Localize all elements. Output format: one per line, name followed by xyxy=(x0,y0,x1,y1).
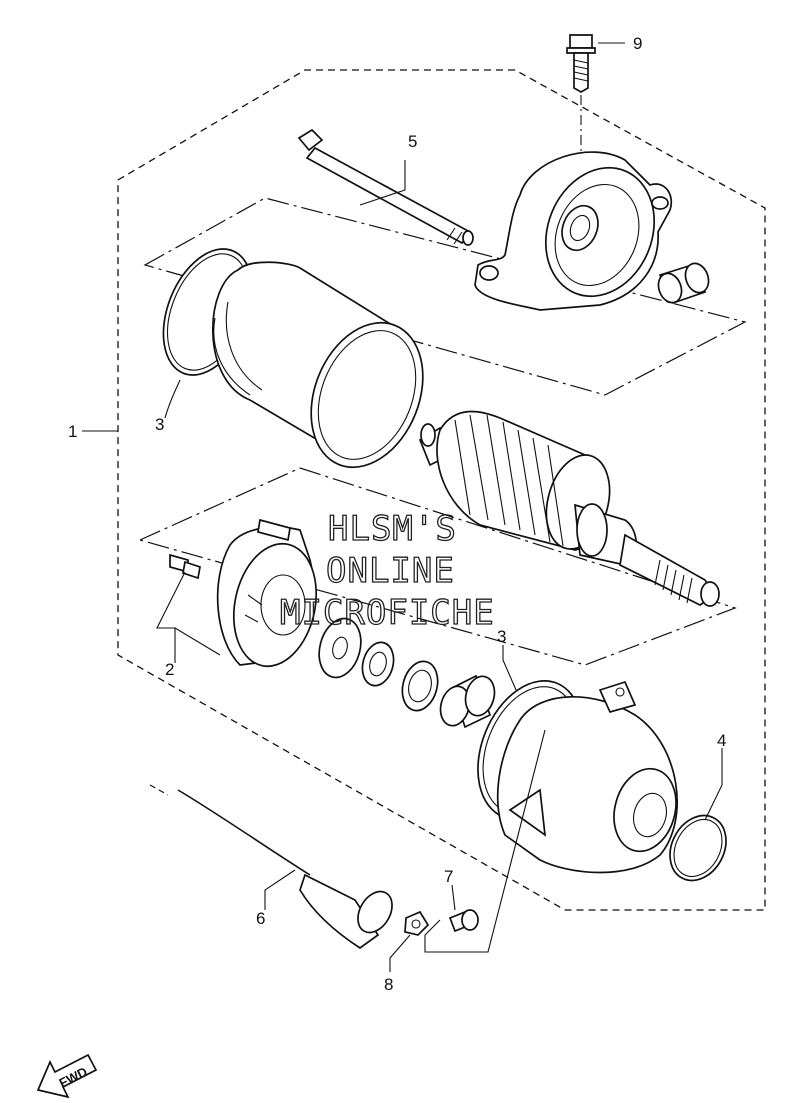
terminal-bolt[interactable] xyxy=(448,909,479,933)
flange-bolt[interactable] xyxy=(566,34,596,240)
bushing-upper[interactable] xyxy=(655,260,713,306)
callout-4: 4 xyxy=(717,731,726,750)
upper-group-outline xyxy=(143,197,747,396)
callout-3-upper: 3 xyxy=(155,415,164,434)
nut[interactable] xyxy=(404,910,430,936)
o-ring-small[interactable] xyxy=(659,806,737,890)
callout-8: 8 xyxy=(384,975,393,994)
armature[interactable] xyxy=(418,410,720,607)
assembly-boundary xyxy=(117,69,766,911)
watermark-line1: HLSM'S xyxy=(328,509,457,549)
through-bolt[interactable] xyxy=(297,128,474,246)
yoke[interactable] xyxy=(212,261,443,484)
callout-6: 6 xyxy=(256,909,265,928)
leader-lines xyxy=(82,42,723,972)
lead-wire[interactable] xyxy=(149,784,399,950)
oil-seal[interactable] xyxy=(397,657,443,714)
callout-7: 7 xyxy=(444,867,453,886)
callout-2: 2 xyxy=(165,660,174,679)
fwd-arrow-icon: FWD xyxy=(36,1053,98,1099)
bearing[interactable] xyxy=(436,673,498,729)
brush-holder[interactable] xyxy=(169,518,327,674)
washer-small[interactable] xyxy=(358,639,398,689)
washer-large[interactable] xyxy=(313,614,367,682)
lower-group-outline xyxy=(138,467,737,666)
callout-9: 9 xyxy=(633,34,642,53)
callout-1: 1 xyxy=(68,422,77,441)
watermark-line2: ONLINE xyxy=(326,551,455,591)
callout-3-lower: 3 xyxy=(497,627,506,646)
callout-5: 5 xyxy=(408,132,417,151)
watermark-line3: MICROFICHE xyxy=(280,593,495,633)
rear-cover[interactable] xyxy=(474,151,673,312)
